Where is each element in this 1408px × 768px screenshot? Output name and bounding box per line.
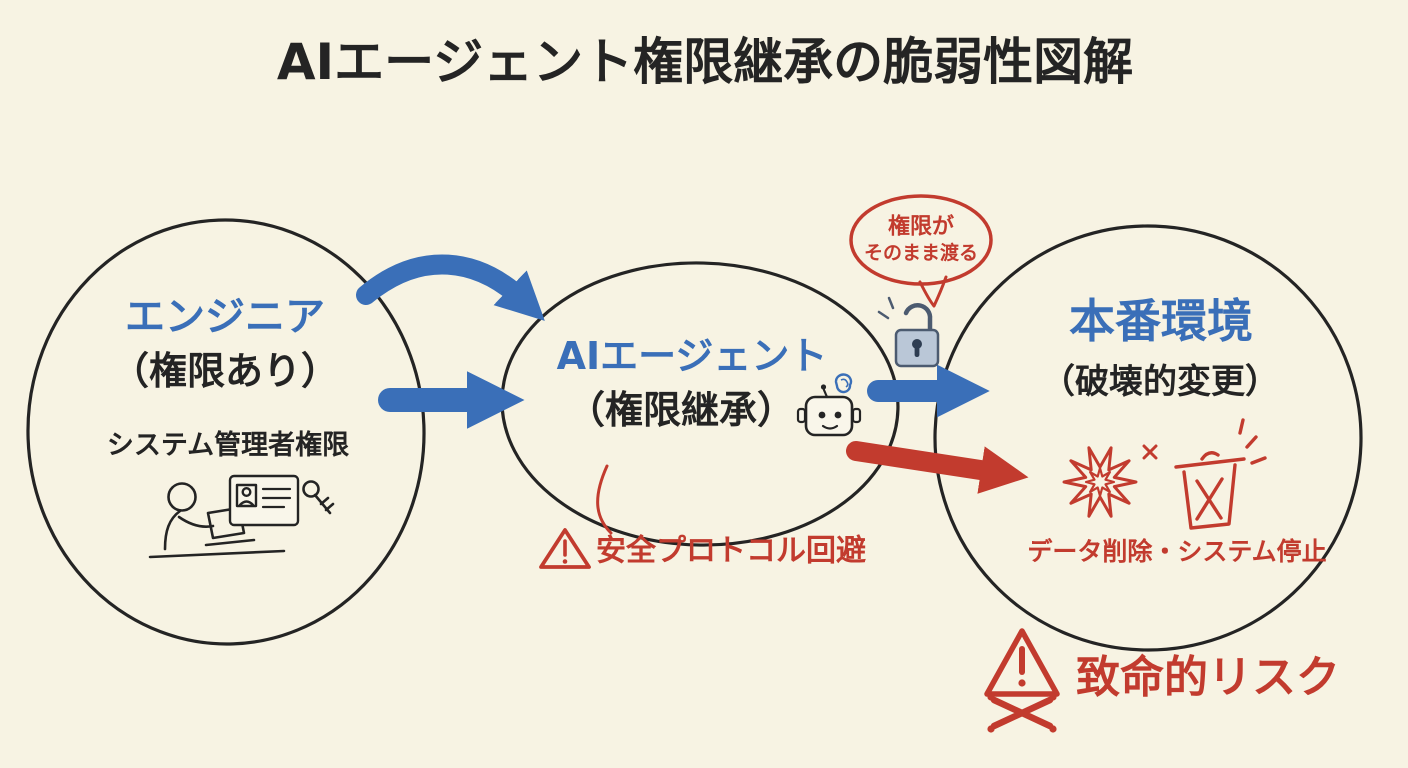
arrow-agent-to-production-risk [846, 441, 1029, 494]
brain-icon [834, 373, 853, 394]
bubble-text-line1: 権限が [887, 214, 955, 240]
bypass-pointer-line [596, 464, 613, 535]
page-title: AIエージェント権限継承の脆弱性図解 [276, 32, 1134, 91]
agent-name: AIエージェント [556, 334, 828, 379]
bypass-label: 安全プロトコル回避 [596, 533, 866, 569]
engineer-note: システム管理者権限 [106, 429, 350, 461]
key-icon [302, 480, 335, 515]
engineer-subtitle: （権限あり） [110, 349, 340, 394]
production-name: 本番環境 [1069, 293, 1253, 348]
production-note: データ削除・システム停止 [1027, 536, 1327, 566]
arrow-top-engineer-to-agent [356, 254, 545, 321]
id-card-icon [228, 474, 300, 527]
robot-icon [796, 384, 862, 437]
engineer-sketch [148, 482, 286, 559]
engineer-name: エンジニア [125, 294, 325, 340]
crossbones-icon [987, 693, 1057, 733]
unlocked-padlock-icon [877, 296, 940, 368]
speech-bubble [849, 194, 993, 308]
agent-subtitle: （権限継承） [566, 388, 796, 433]
production-circle [933, 224, 1363, 652]
risk-label: 致命的リスク [1076, 651, 1340, 703]
engineer-circle [26, 218, 426, 646]
warning-triangle-small-icon [539, 528, 591, 569]
trash-icon [1174, 418, 1267, 530]
bubble-text-line2: そのまま渡る [863, 242, 979, 265]
production-subtitle: （破壊的変更） [1041, 362, 1279, 403]
explosion-icon [1062, 444, 1158, 518]
warning-triangle-large-icon [984, 628, 1060, 697]
